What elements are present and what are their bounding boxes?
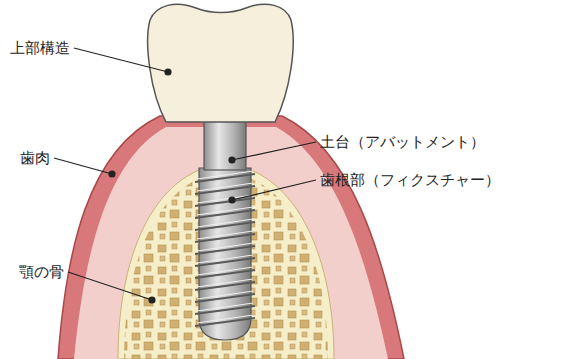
part-label: 土台（アバットメント） [320,133,485,151]
thread-highlight [197,243,253,251]
thread-highlight [197,171,253,179]
leader-dot [149,297,155,303]
leader-dot [229,197,235,203]
thread-highlight [197,255,253,263]
thread-highlight [197,231,253,239]
thread-highlight [197,315,253,323]
leader-line [68,272,152,300]
thread-highlight [197,195,253,203]
thread-highlight [197,207,253,215]
leader-line [74,48,168,72]
leader-dot [229,157,235,163]
leader-dot [165,69,171,75]
leader-dot [109,171,115,177]
gum-inner [74,127,388,359]
thread-highlight [197,303,253,311]
thread-highlight [197,183,253,191]
part-label: 歯根部（フィクスチャー） [320,171,500,189]
leader-line [232,142,316,160]
thread-highlight [197,267,253,275]
fixture-threads [195,171,255,326]
thread-highlight [197,291,253,299]
part-label: 顎の骨 [19,263,64,281]
leader-line [232,180,316,200]
leader-line [54,158,112,174]
thread-highlight [197,219,253,227]
jaw-bone [118,163,334,359]
crown [148,4,293,122]
fixture [199,168,251,340]
part-label: 上部構造 [10,39,70,57]
thread-highlight [197,279,253,287]
part-label: 歯肉 [20,149,50,167]
